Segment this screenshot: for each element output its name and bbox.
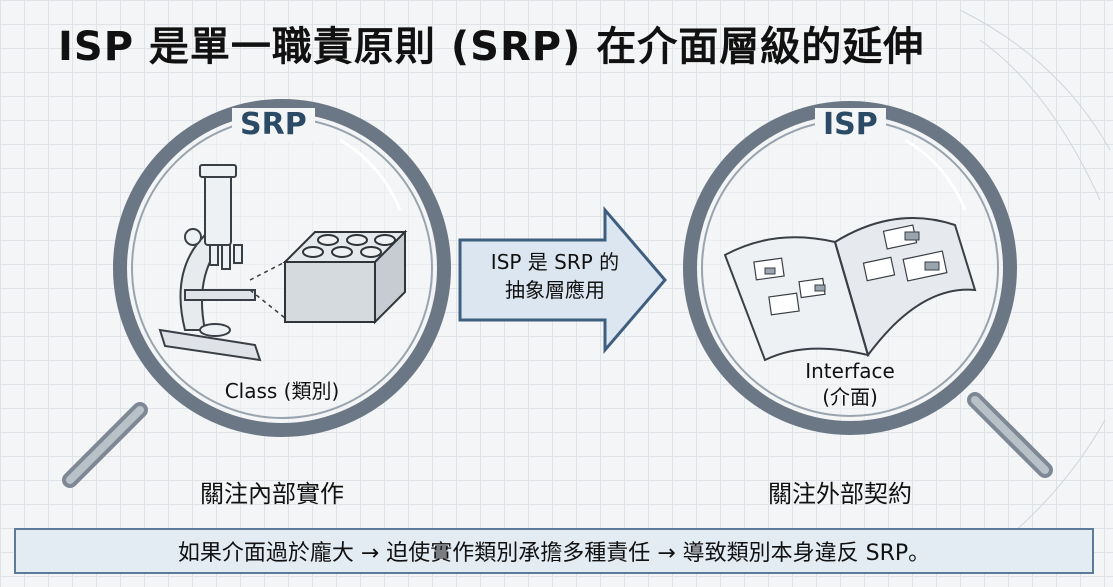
projection-lines	[249, 261, 286, 319]
interface-caption-line1: Interface	[805, 359, 895, 383]
interface-caption: Interface (介面)	[770, 358, 930, 410]
arrow-caption-line2: 抽象層應用	[505, 278, 605, 302]
page-title: ISP 是單一職責原則 (SRP) 在介面層級的延伸	[58, 24, 925, 70]
microscope-icon	[158, 164, 262, 362]
bottom-note-text: 如果介面過於龐大 → 迫使實作類別承擔多種責任 → 導致類別本身違反 SRP。	[177, 541, 931, 566]
arrow-caption: ISP 是 SRP 的 抽象層應用	[468, 248, 642, 304]
class-caption: Class (類別)	[224, 379, 340, 403]
isp-label: ISP	[815, 108, 886, 142]
bottom-note-banner: 如果介面過於龐大 → 迫使實作類別承擔多種責任 → 導致類別本身違反 SRP。	[14, 528, 1094, 574]
srp-label: SRP	[232, 108, 315, 142]
right-lens-glare	[904, 138, 967, 211]
left-lens-glare	[339, 138, 402, 211]
brick-icon	[282, 229, 408, 325]
external-focus-text: 關注外部契約	[768, 480, 912, 508]
transition-arrow	[458, 205, 667, 355]
book-icon	[723, 217, 977, 362]
arrow-caption-line1: ISP 是 SRP 的	[490, 250, 620, 274]
internal-focus-text: 關注內部實作	[200, 480, 344, 508]
interface-caption-line2: (介面)	[822, 385, 878, 409]
